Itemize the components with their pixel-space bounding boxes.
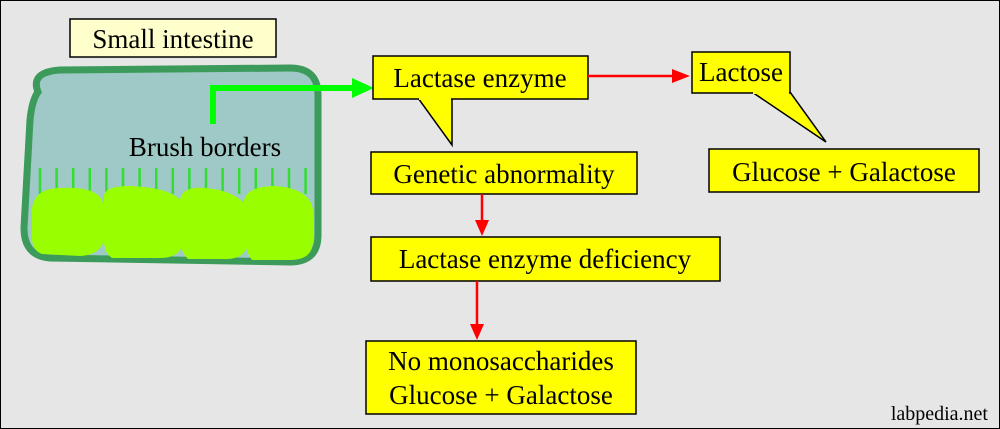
villus-cell-2 (103, 186, 184, 258)
watermark: labpedia.net (891, 403, 989, 425)
villus-cell-4 (244, 186, 314, 260)
no-monosaccharides-line1: No monosaccharides (388, 346, 614, 376)
glucose-galactose-label: Glucose + Galactose (732, 157, 956, 187)
villus-cell-3 (179, 187, 248, 260)
lactase-enzyme-label: Lactase enzyme (393, 63, 566, 93)
red-arrow-down-2-head (470, 324, 484, 340)
lactase-deficiency-box (370, 236, 721, 282)
no-monosaccharides-line2: Glucose + Galactose (389, 380, 613, 410)
red-arrow-down-1-head (475, 220, 489, 236)
small-intestine-label-box (69, 18, 277, 58)
lactase-deficiency-label: Lactase enzyme deficiency (399, 244, 692, 274)
lactose-label: Lactose (699, 57, 783, 87)
lactase-enzyme-box (372, 55, 589, 100)
villi-cells (31, 186, 314, 260)
red-arrow-to-lactose-head (672, 69, 690, 83)
genetic-abnormality-box (370, 151, 638, 195)
genetic-abnormality-label: Genetic abnormality (393, 159, 615, 189)
villus-cell-1 (31, 187, 106, 256)
small-intestine-label: Small intestine (92, 24, 253, 54)
brush-borders-label: Brush borders (129, 132, 281, 162)
lactose-box (691, 51, 791, 94)
green-arrow-head (352, 78, 374, 98)
lactose-pointer-join (753, 91, 789, 94)
green-arrow (210, 85, 354, 124)
lactase-enzyme-pointer-join (419, 97, 451, 100)
glucose-galactose-box (708, 148, 980, 193)
no-monosaccharides-box (365, 340, 637, 415)
